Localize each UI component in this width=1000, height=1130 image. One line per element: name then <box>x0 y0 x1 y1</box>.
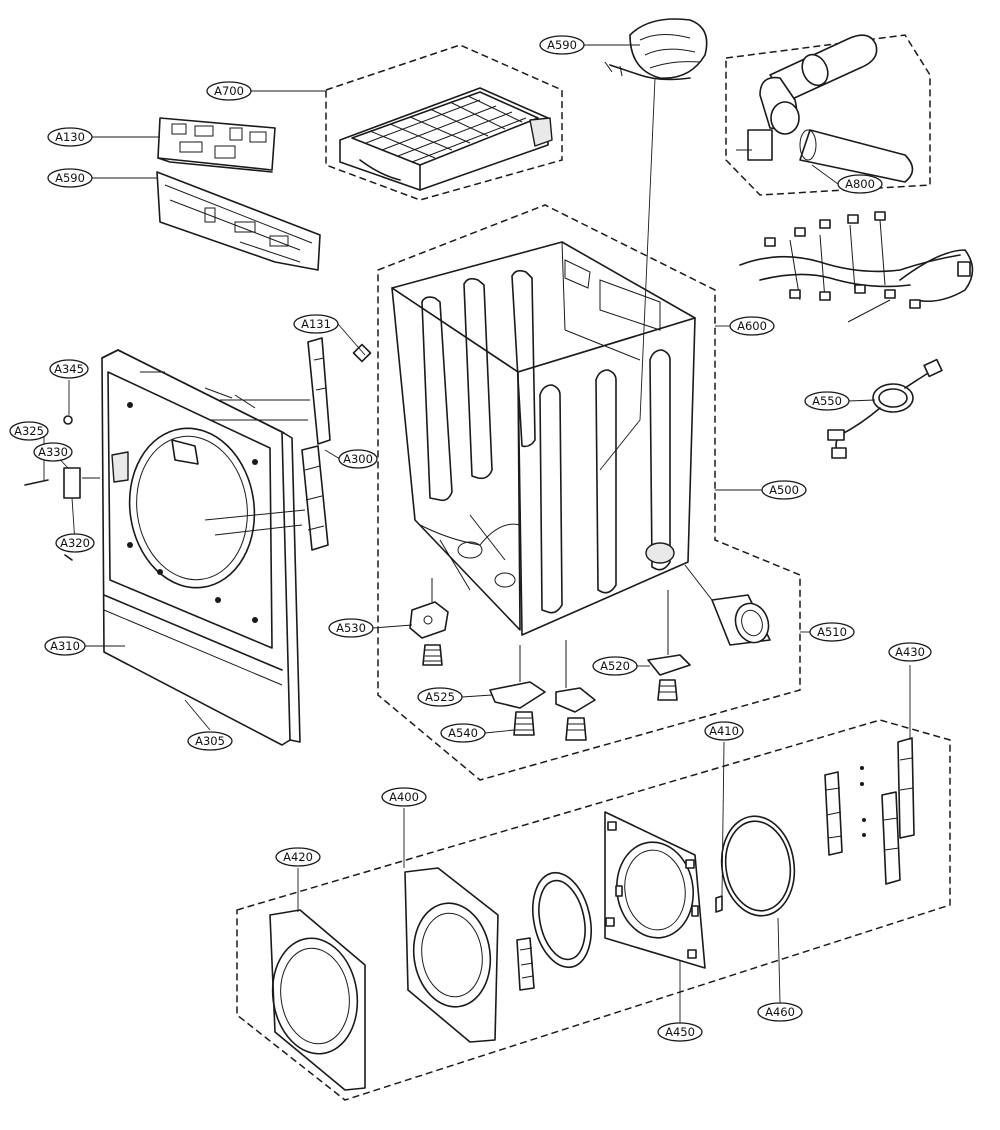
svg-text:A130: A130 <box>55 130 85 144</box>
svg-text:A590: A590 <box>547 38 577 52</box>
power-cord-part <box>827 358 943 459</box>
callout-a520: A520 <box>592 656 638 676</box>
door-plate-part <box>604 811 723 969</box>
top-valve-part <box>604 18 708 81</box>
duct-group-outline <box>725 34 931 196</box>
door-glass-part <box>720 815 796 917</box>
svg-text:A600: A600 <box>737 319 767 333</box>
duct-part <box>736 34 914 183</box>
svg-text:A520: A520 <box>600 659 630 673</box>
callout-a400: A400 <box>381 787 427 807</box>
callout-a420: A420 <box>275 847 321 867</box>
callout-a430: A430 <box>888 642 932 662</box>
svg-text:A420: A420 <box>283 850 313 864</box>
svg-text:A410: A410 <box>709 724 739 738</box>
callout-a590-top: A590 <box>539 35 585 55</box>
callout-labels: A590 A700 A130 A590 A800 A600 A131 A345 … <box>9 35 932 1042</box>
side-bracket-part <box>204 337 372 551</box>
svg-text:A525: A525 <box>425 690 455 704</box>
svg-text:A430: A430 <box>895 645 925 659</box>
cabinet-part <box>391 241 696 636</box>
svg-text:A300: A300 <box>343 452 373 466</box>
svg-text:A700: A700 <box>214 84 244 98</box>
svg-text:A510: A510 <box>817 625 847 639</box>
callout-a305: A305 <box>187 731 233 751</box>
top-plate-part <box>339 87 553 191</box>
callout-a460: A460 <box>757 1002 803 1022</box>
hinge-part <box>824 737 915 885</box>
exhaust-tube-part <box>684 564 771 646</box>
callout-a700: A700 <box>206 81 252 101</box>
door-ring-part <box>516 871 592 991</box>
svg-text:A540: A540 <box>448 726 478 740</box>
fasteners-part <box>24 415 100 561</box>
svg-text:A305: A305 <box>195 734 225 748</box>
svg-text:A550: A550 <box>812 394 842 408</box>
callout-a325: A325 <box>9 421 49 441</box>
leader-lines <box>43 44 911 1023</box>
callout-a550: A550 <box>804 391 850 411</box>
svg-text:A325: A325 <box>14 424 44 438</box>
svg-text:A530: A530 <box>336 621 366 635</box>
callout-a800: A800 <box>837 174 883 194</box>
leveling-legs-part <box>409 578 691 741</box>
callout-a530: A530 <box>328 618 374 638</box>
svg-text:A450: A450 <box>665 1025 695 1039</box>
callout-a525: A525 <box>417 687 463 707</box>
svg-text:A460: A460 <box>765 1005 795 1019</box>
callout-a590-left: A590 <box>47 168 93 188</box>
svg-text:A330: A330 <box>38 445 68 459</box>
outer-door-part <box>269 909 366 1091</box>
top-plate-group-outline <box>325 44 563 201</box>
svg-text:A590: A590 <box>55 171 85 185</box>
callout-a300: A300 <box>338 449 378 469</box>
callout-a330: A330 <box>33 442 73 462</box>
wire-harness-part <box>739 211 974 323</box>
callout-a130: A130 <box>47 127 93 147</box>
callout-a540: A540 <box>440 723 486 743</box>
pcb-part <box>157 117 276 173</box>
callout-a310: A310 <box>44 636 86 656</box>
svg-text:A400: A400 <box>389 790 419 804</box>
callout-a320: A320 <box>55 533 95 553</box>
callout-a345: A345 <box>49 359 89 379</box>
callout-a450: A450 <box>657 1022 703 1042</box>
callout-a410: A410 <box>704 721 744 741</box>
svg-text:A500: A500 <box>769 483 799 497</box>
callout-a500: A500 <box>761 480 807 500</box>
svg-text:A310: A310 <box>50 639 80 653</box>
svg-text:A800: A800 <box>845 177 875 191</box>
svg-text:A320: A320 <box>60 536 90 550</box>
control-bracket-part <box>156 171 321 271</box>
callout-a131: A131 <box>293 314 339 334</box>
cabinet-group-outline <box>377 204 801 781</box>
callout-a600: A600 <box>729 316 775 336</box>
door-group-outline <box>236 719 951 1101</box>
door-frame-part <box>404 867 499 1043</box>
group-outlines <box>236 34 951 1101</box>
svg-text:A131: A131 <box>301 317 331 331</box>
front-panel-part <box>101 349 301 746</box>
svg-text:A345: A345 <box>54 362 84 376</box>
callout-a510: A510 <box>809 622 855 642</box>
